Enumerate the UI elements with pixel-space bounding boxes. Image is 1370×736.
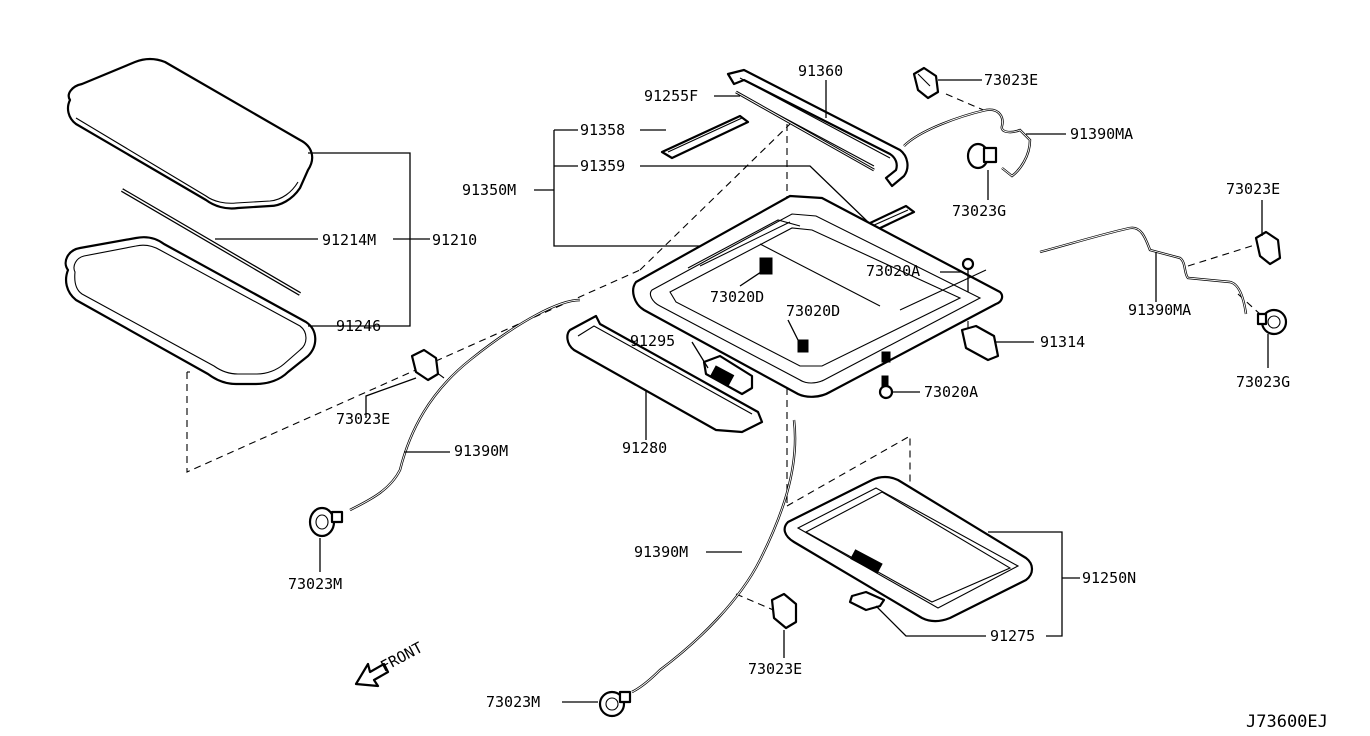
label-91359: 91359 xyxy=(580,157,625,175)
bracket-91314 xyxy=(960,324,1034,362)
grommet-73023g-top xyxy=(966,133,1066,200)
front-label: FRONT xyxy=(377,638,425,675)
glass-group-leaders xyxy=(215,152,430,327)
sunshade-panel xyxy=(783,475,1034,623)
label-73023e-topright: 73023E xyxy=(984,71,1038,89)
label-91314: 91314 xyxy=(1040,333,1085,351)
sunroof-frame xyxy=(632,194,1004,398)
label-73020d-left: 73020D xyxy=(710,288,764,306)
label-91295: 91295 xyxy=(630,332,675,350)
drain-hose-top-cable xyxy=(903,108,1032,178)
glass-frame-seal xyxy=(64,236,317,386)
grommet-73023m-left xyxy=(308,451,450,572)
wind-deflector xyxy=(726,68,909,188)
label-91246: 91246 xyxy=(336,317,381,335)
label-91350m: 91350M xyxy=(462,181,516,199)
grommet-73023g-right xyxy=(1155,252,1288,368)
label-91390m-bottom: 91390M xyxy=(634,543,688,561)
label-91255f: 91255F xyxy=(644,87,698,105)
front-direction-arrow xyxy=(354,662,390,688)
bolt-73020d-leaders xyxy=(739,269,799,341)
grommet-73023m-bottom xyxy=(562,690,632,718)
label-91390ma-top: 91390MA xyxy=(1070,125,1133,143)
sunshade-handle xyxy=(848,590,886,612)
sunroof-glass-lid xyxy=(66,57,314,210)
label-73023g-right: 73023G xyxy=(1236,373,1290,391)
glass-weatherstrip xyxy=(120,188,302,296)
clip-73023e-topright xyxy=(912,66,982,100)
label-91390m-left: 91390M xyxy=(454,442,508,460)
label-73020d-center: 73020D xyxy=(786,302,840,320)
label-91360: 91360 xyxy=(798,62,843,80)
label-91210: 91210 xyxy=(432,231,477,249)
label-91275: 91275 xyxy=(990,627,1035,645)
label-73023m-left: 73023M xyxy=(288,575,342,593)
clip-73023e-bottom xyxy=(706,551,798,658)
diagram-code: J73600EJ xyxy=(1246,712,1328,732)
label-73023g-top: 73023G xyxy=(952,202,1006,220)
label-91250n: 91250N xyxy=(1082,569,1136,587)
drain-hose-right-cable xyxy=(1039,226,1248,315)
label-73023e-left: 73023E xyxy=(336,410,390,428)
label-73020a-top: 73020A xyxy=(866,262,920,280)
bolt-73020a-bottom xyxy=(878,375,920,400)
label-73023e-bottom: 73023E xyxy=(748,660,802,678)
label-73023e-right: 73023E xyxy=(1226,180,1280,198)
clip-73023e-left xyxy=(365,348,440,418)
clip-73023e-right xyxy=(1254,200,1282,266)
label-91390ma-right: 91390MA xyxy=(1128,301,1191,319)
drain-rail-left xyxy=(660,114,750,160)
label-73023m-bottom: 73023M xyxy=(486,693,540,711)
label-91214m: 91214M xyxy=(322,231,376,249)
label-91358: 91358 xyxy=(580,121,625,139)
frame-group-leaders xyxy=(534,80,869,247)
label-73020a-bottom: 73020A xyxy=(924,383,978,401)
drain-hose-bottom-cable xyxy=(631,419,797,694)
drain-hose-left-cable xyxy=(349,298,581,512)
sunroof-motor xyxy=(691,341,754,396)
label-91280: 91280 xyxy=(622,439,667,457)
front-trim-panel xyxy=(566,314,764,440)
bolt-73020a-top xyxy=(940,257,975,292)
shade-group-leaders xyxy=(875,531,1080,637)
